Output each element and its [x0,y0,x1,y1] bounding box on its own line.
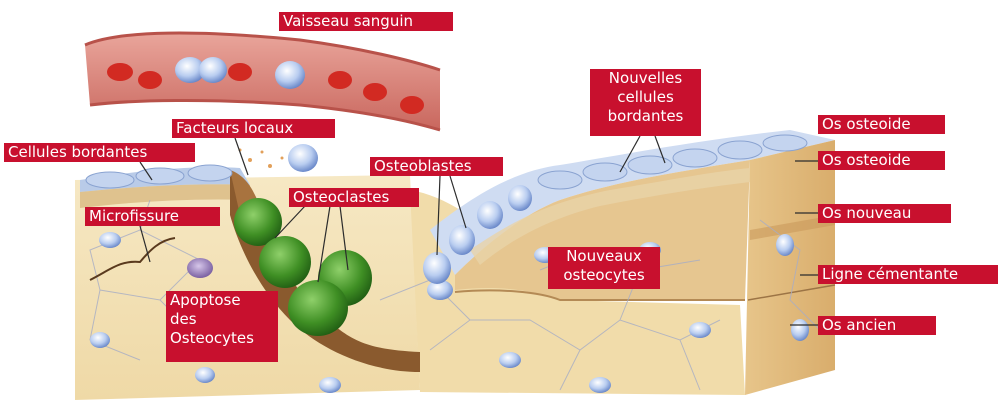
label-nouveaux-osteocytes: Nouveaux osteocytes [548,247,660,289]
label-os-osteoide-top: Os osteoide [818,115,945,134]
label-apoptose-line-2: des [170,310,274,329]
label-nouvelles-line-3: bordantes [594,107,697,126]
label-osteoblastes: Osteoblastes [370,157,503,176]
label-os-nouveau: Os nouveau [818,204,951,223]
label-nouveaux-line-1: Nouveaux [552,247,656,266]
label-apoptose-line-3: Osteocytes [170,329,274,348]
label-nouvelles-line-1: Nouvelles [594,69,697,88]
label-ligne-cementante: Ligne cémentante [818,265,998,284]
label-nouvelles-cellules-bordantes: Nouvelles cellules bordantes [590,69,701,136]
label-apoptose-osteocytes: Apoptose des Osteocytes [166,291,278,362]
label-osteoclastes: Osteoclastes [289,188,419,207]
label-microfissure: Microfissure [85,207,220,226]
label-os-osteoide: Os osteoide [818,151,945,170]
label-os-ancien: Os ancien [818,316,936,335]
label-nouveaux-line-2: osteocytes [552,266,656,285]
label-cellules-bordantes: Cellules bordantes [4,143,195,162]
label-apoptose-line-1: Apoptose [170,291,274,310]
label-nouvelles-line-2: cellules [594,88,697,107]
label-vaisseau-sanguin: Vaisseau sanguin [279,12,453,31]
label-facteurs-locaux: Facteurs locaux [172,119,335,138]
